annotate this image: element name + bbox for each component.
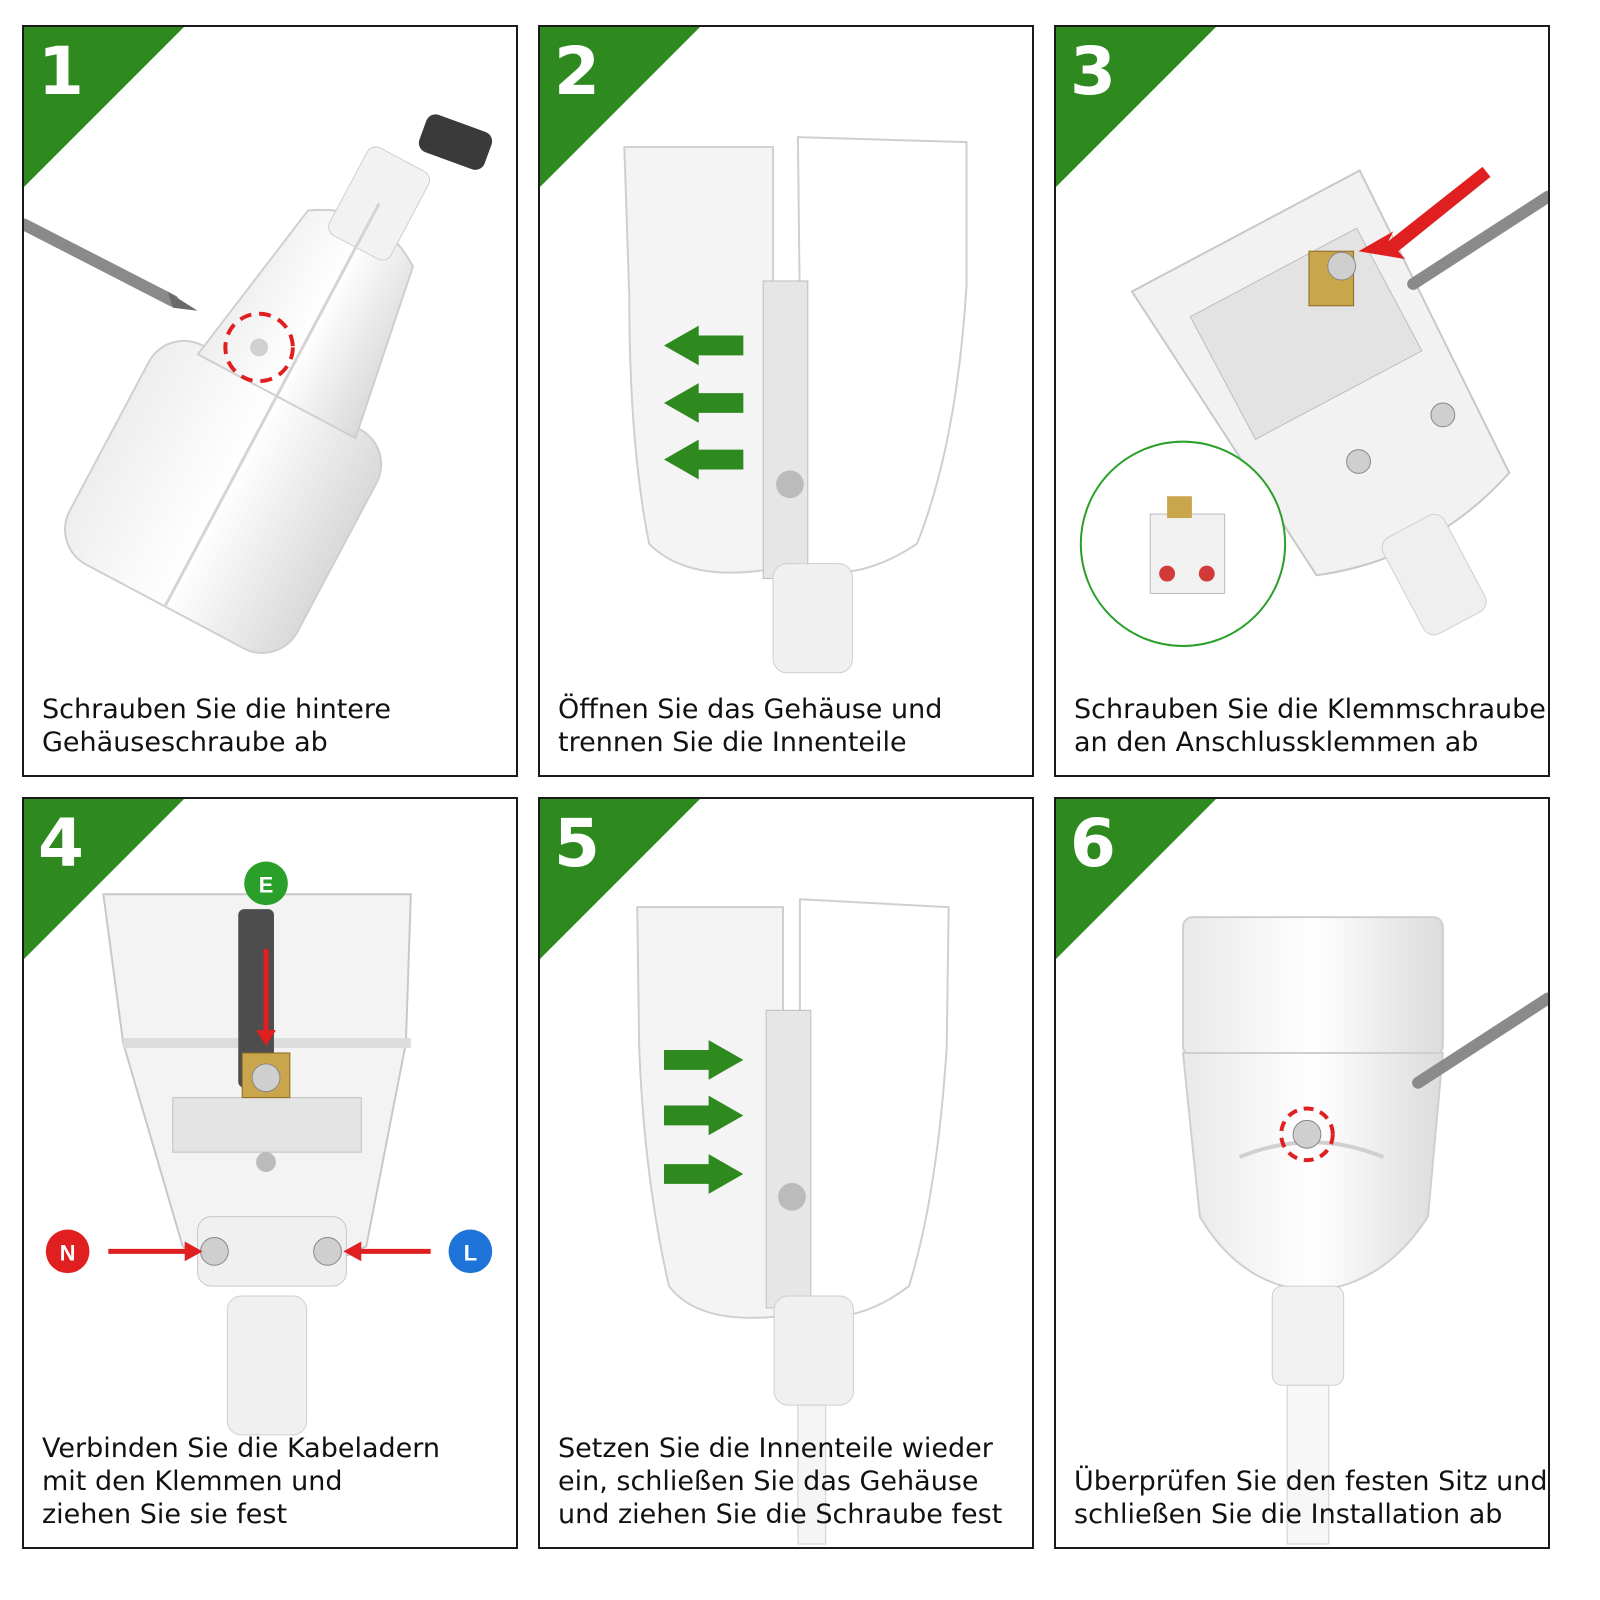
step-caption: Überprüfen Sie den festen Sitz und schli… bbox=[1074, 1466, 1548, 1530]
neutral-marker bbox=[45, 1229, 90, 1274]
step-number: 2 bbox=[554, 33, 600, 110]
step-number: 4 bbox=[38, 805, 84, 882]
neutral-label: N bbox=[60, 1240, 76, 1265]
screwdriver-icon bbox=[24, 218, 179, 307]
red-arrow-icon bbox=[1358, 166, 1491, 260]
socket-back-screw-illustration bbox=[24, 114, 493, 654]
screwdriver-icon bbox=[1412, 992, 1548, 1089]
wire-connection-illustration: E N L bbox=[45, 861, 493, 1436]
step-caption: Schrauben Sie die hintere Gehäuseschraub… bbox=[42, 694, 392, 758]
step-caption: Verbinden Sie die Kabeladern mit den Kle… bbox=[42, 1433, 441, 1530]
step-caption: Setzen Sie die Innenteile wieder ein, sc… bbox=[558, 1433, 1003, 1530]
installed-socket-illustration bbox=[1181, 916, 1548, 1545]
step-number: 6 bbox=[1070, 805, 1116, 882]
step-panel-2: 2 Öffnen Sie das Gehäuse und trennen Sie… bbox=[538, 25, 1034, 777]
step-panel-6: 6 Überprüfen Sie den festen Sitz und sch… bbox=[1054, 797, 1550, 1549]
reassemble-housing-illustration bbox=[636, 898, 950, 1545]
screw-highlight-marker bbox=[223, 311, 295, 384]
earth-marker bbox=[244, 861, 288, 906]
step-badge bbox=[540, 27, 700, 187]
step-badge bbox=[1056, 27, 1216, 187]
step-caption: Schrauben Sie die Klemmschrauben an den … bbox=[1074, 694, 1550, 758]
step-badge bbox=[24, 27, 184, 187]
step-badge bbox=[24, 799, 184, 959]
arrow-left-icon bbox=[663, 325, 744, 480]
screw-highlight-marker bbox=[1279, 1106, 1335, 1163]
step-panel-5: 5 Setzen Sie die Innenteile wieder ein, … bbox=[538, 797, 1034, 1549]
step-badge bbox=[1056, 799, 1216, 959]
earth-label: E bbox=[259, 872, 274, 897]
arrow-right-icon bbox=[663, 1040, 744, 1194]
step-panel-4: E N L 4 Verbinden Sie die Kabeladern mit… bbox=[22, 797, 518, 1549]
step-number: 1 bbox=[38, 33, 84, 110]
step-caption: Öffnen Sie das Gehäuse und trennen Sie d… bbox=[558, 694, 943, 758]
step-number: 3 bbox=[1070, 33, 1116, 110]
step-panel-1: 1 Schrauben Sie die hintere Gehäuseschra… bbox=[22, 25, 518, 777]
step-badge bbox=[540, 799, 700, 959]
screwdriver-icon bbox=[1407, 190, 1548, 290]
terminal-screws-illustration bbox=[1079, 166, 1548, 647]
live-marker bbox=[448, 1229, 493, 1274]
step-panel-3: 3 Schrauben Sie die Klemmschrauben an de… bbox=[1054, 25, 1550, 777]
step-number: 5 bbox=[554, 805, 600, 882]
open-housing-illustration bbox=[623, 136, 968, 674]
live-label: L bbox=[464, 1240, 477, 1265]
